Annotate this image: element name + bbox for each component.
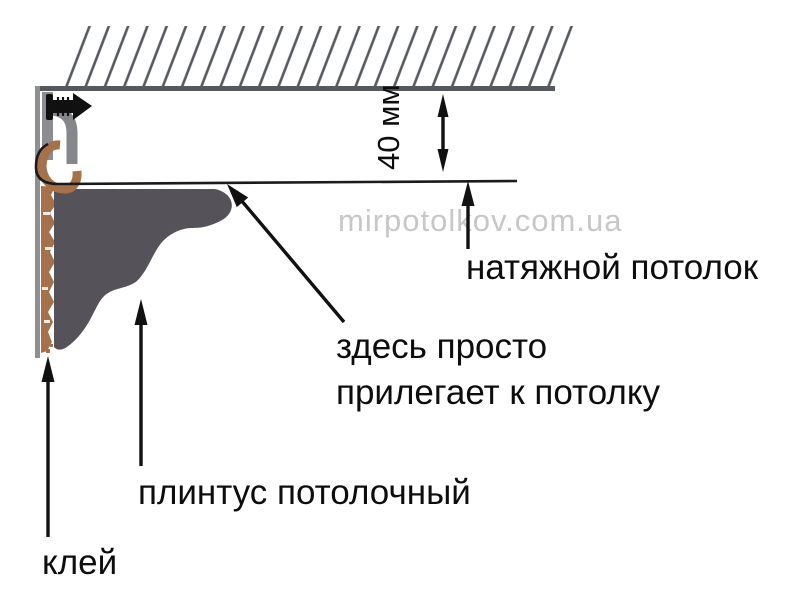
- dimension-arrow-40mm: [437, 94, 449, 172]
- mounting-profile-flange: [42, 92, 53, 160]
- arrow-adjoins-ceiling: [227, 184, 346, 324]
- ceiling-base-line: [38, 86, 555, 91]
- label-stretch-ceiling: натяжной потолок: [466, 248, 759, 287]
- label-glue: клей: [42, 543, 118, 582]
- ceiling-slab-hatching: [48, 26, 583, 88]
- glue-strip: [41, 186, 56, 353]
- screw-icon: [46, 93, 92, 120]
- label-ceiling-plinth: плинтус потолочный: [138, 473, 471, 512]
- stretch-ceiling-film-line: [34, 142, 518, 186]
- watermark-text: mirpotolkov.com.ua: [338, 203, 623, 238]
- label-dimension-40mm: 40 мм: [371, 84, 406, 170]
- mounting-profile-arm: [51, 104, 78, 164]
- label-adjoins-line1: здесь просто: [336, 327, 548, 366]
- arrow-stretch-ceiling: [461, 181, 475, 249]
- wall-line: [35, 86, 40, 358]
- ceiling-plinth-shape: [54, 189, 232, 350]
- arrow-glue: [41, 356, 55, 537]
- arrow-plinth: [134, 299, 148, 466]
- label-adjoins-line2: прилегает к потолку: [336, 373, 661, 412]
